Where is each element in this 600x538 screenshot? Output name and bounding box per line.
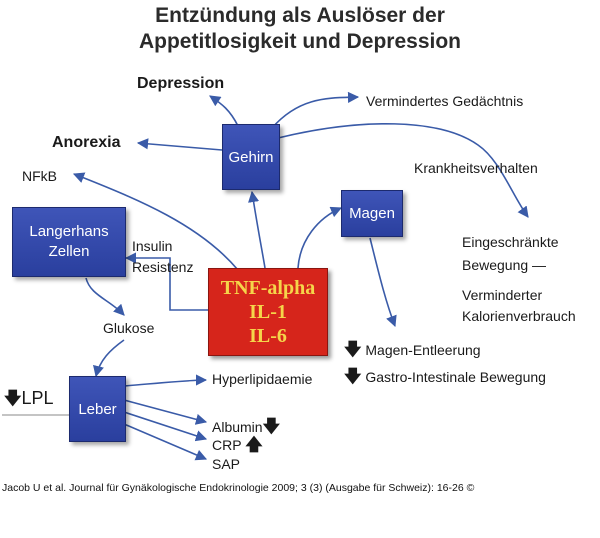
arrow-leber-crp (123, 411, 208, 442)
box-leber-label: Leber (78, 400, 117, 418)
label-magen-entleerung: Magen-Entleerung (365, 342, 481, 358)
label-eingeschraenkte: Eingeschränkte (462, 234, 559, 250)
box-langerhans-label-2: Zellen (48, 243, 90, 260)
label-crp: CRP (212, 437, 242, 453)
arrow-cytokines-gehirn (248, 190, 266, 269)
label-kalorienverbrauch: Kalorienverbrauch (462, 308, 576, 324)
label-hyperlipidaemie: Hyperlipidaemie (212, 371, 313, 387)
arrow-leber-sap (123, 423, 208, 461)
diagram-title-line-2: Appetitlosigkeit und Depression (138, 30, 462, 53)
box-langerhans: Langerhans Zellen (12, 207, 126, 277)
down-arrow-icon: 🡇 (4, 389, 22, 408)
albumin-indicator: Albumin🡇 (212, 414, 280, 443)
arrow-langerhans-glukose (85, 277, 125, 316)
box-gehirn: Gehirn (222, 124, 280, 190)
label-bewegung: Bewegung — (462, 257, 547, 273)
label-nfkb: NFkB (22, 168, 57, 184)
lpl-indicator: 🡇LPL (4, 386, 54, 415)
arrow-gehirn-depression (209, 95, 239, 127)
label-albumin: Albumin (212, 419, 263, 435)
box-gehirn-label: Gehirn (228, 148, 274, 166)
label-glukose: Glukose (103, 320, 155, 336)
arrow-gehirn-gedaechtnis (271, 91, 360, 129)
label-anorexia: Anorexia (52, 134, 121, 151)
gi-bewegung-indicator: 🡇 Gastro-Intestinale Bewegung (344, 364, 546, 393)
arrow-gehirn-anorexia (136, 138, 223, 151)
label-resistenz: Resistenz (132, 259, 194, 275)
arrow-cytokines-langerhans (124, 252, 208, 311)
label-verminderter: Verminderter (462, 287, 543, 303)
label-vermindertes-gedaechtnis: Vermindertes Gedächtnis (366, 93, 524, 109)
magen-entleerung-indicator: 🡇 Magen-Entleerung (344, 337, 481, 366)
arrow-magen-entleerung (369, 237, 397, 328)
down-arrow-icon: 🡇 (344, 340, 362, 359)
box-magen: Magen (341, 190, 403, 237)
crp-indicator: CRP 🡅 (212, 432, 263, 461)
box-leber: Leber (69, 376, 126, 442)
arrow-leber-albumin (123, 399, 208, 425)
box-magen-label: Magen (349, 205, 395, 222)
up-arrow-icon: 🡅 (245, 435, 263, 454)
label-krankheitsverhalten: Krankheitsverhalten (414, 160, 538, 176)
arrow-cytokines-nfkb (72, 172, 239, 271)
arrow-glukose-leber (93, 339, 125, 378)
label-depression: Depression (137, 75, 225, 92)
box-langerhans-label-1: Langerhans (29, 223, 109, 240)
down-arrow-icon: 🡇 (262, 417, 281, 436)
arrow-gehirn-bewegung (277, 122, 529, 218)
box-cytokines: TNF-alpha IL-1 IL-6 (208, 268, 328, 356)
citation: Jacob U et al. Journal für Gynäkologisch… (2, 482, 475, 494)
diagram-title-line-1: Entzündung als Auslöser der (155, 4, 445, 27)
label-lpl: LPL (21, 388, 54, 408)
down-arrow-icon: 🡇 (344, 367, 362, 386)
cytokine-il-6: IL-6 (249, 325, 287, 347)
arrow-leber-hyperlipid (123, 374, 208, 387)
arrow-cytokines-magen (297, 206, 343, 269)
label-gi-bewegung: Gastro-Intestinale Bewegung (365, 369, 546, 385)
cytokine-tnf-alpha: TNF-alpha (220, 277, 316, 299)
cytokine-il-1: IL-1 (249, 301, 287, 323)
label-sap: SAP (212, 456, 241, 472)
label-insulin: Insulin (132, 238, 173, 254)
